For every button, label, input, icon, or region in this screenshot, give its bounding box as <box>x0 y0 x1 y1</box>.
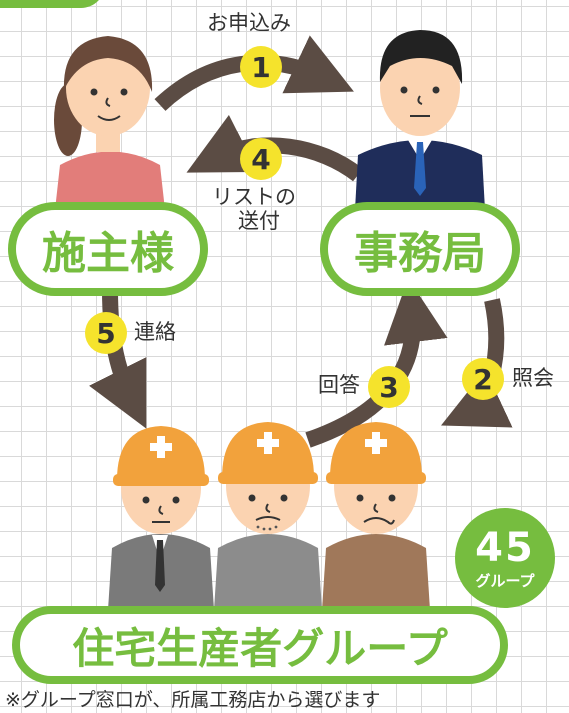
builder-center <box>214 422 322 610</box>
step-5-number: 5 <box>85 312 127 354</box>
group-count-number: 45 <box>475 525 535 571</box>
node-office: 事務局 <box>320 202 520 296</box>
step-1-label: お申込み <box>207 11 291 35</box>
node-office-label: 事務局 <box>354 228 486 279</box>
step-2-number: 2 <box>462 358 504 400</box>
step-3-number: 3 <box>368 366 410 408</box>
step-4-label-line1: リストの <box>212 185 296 209</box>
step-5-label: 連絡 <box>134 320 176 344</box>
office-person <box>355 30 485 210</box>
footnote: ※グループ窓口が、所属工務店から選びます <box>5 689 381 711</box>
node-client-label: 施主様 <box>42 228 174 279</box>
step-4-label-line2: 送付 <box>238 209 280 233</box>
step-1-number: 1 <box>240 46 282 88</box>
step-3-label: 回答 <box>318 373 360 397</box>
corner-tab <box>0 0 105 8</box>
builder-left <box>108 426 214 610</box>
step-4-number: 4 <box>240 138 282 180</box>
arrow-step-5 <box>89 289 147 429</box>
client-person <box>54 36 165 210</box>
node-builders: 住宅生産者グループ <box>12 606 508 684</box>
node-builders-label: 住宅生産者グループ <box>72 623 448 673</box>
builder-right <box>322 422 430 610</box>
arrow-step-4 <box>186 114 363 182</box>
step-2-label: 照会 <box>512 366 554 390</box>
node-client: 施主様 <box>8 202 208 296</box>
group-count-unit: グループ <box>475 572 535 590</box>
group-count-badge: 45 グループ <box>455 508 555 608</box>
